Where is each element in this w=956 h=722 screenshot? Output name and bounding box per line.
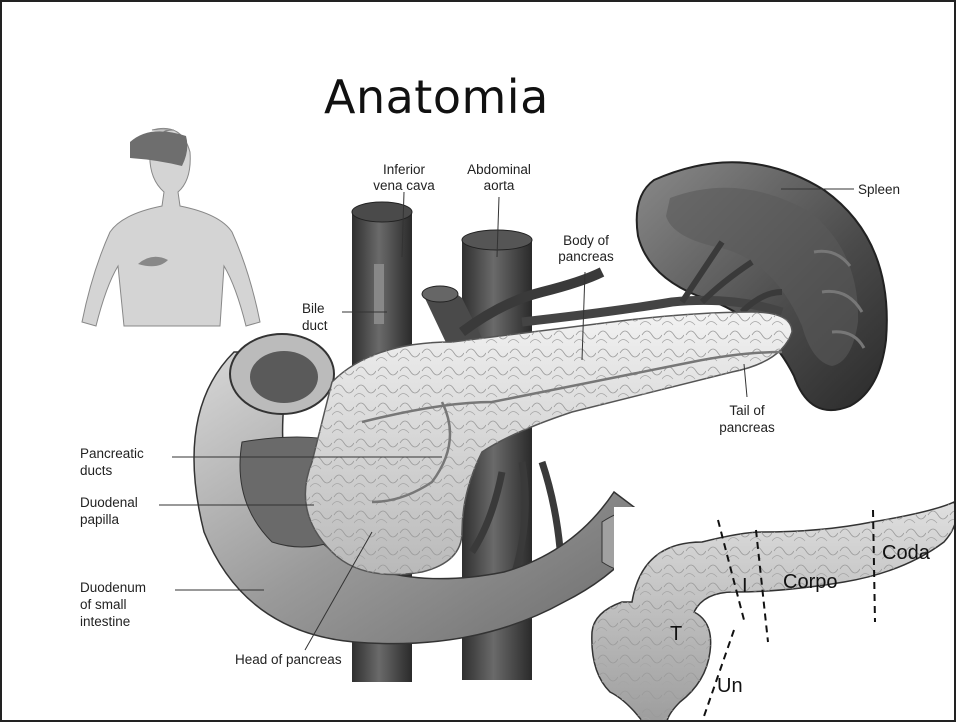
label-body-of-pancreas-1: Body of	[563, 233, 609, 248]
label-duodenum-3: intestine	[80, 614, 130, 629]
label-pancreatic-ducts-2: ducts	[80, 463, 113, 478]
human-figure	[82, 128, 260, 326]
label-abdominal-aorta-1: Abdominal	[467, 162, 531, 177]
segment-tail: Coda	[882, 542, 931, 564]
label-head-of-pancreas: Head of pancreas	[235, 652, 342, 667]
label-tail-of-pancreas-2: pancreas	[719, 420, 775, 435]
label-inferior-vena-cava-1: Inferior	[383, 162, 426, 177]
label-duodenal-papilla-2: papilla	[80, 512, 120, 527]
label-abdominal-aorta-2: aorta	[484, 178, 515, 193]
label-tail-of-pancreas-1: Tail of	[729, 403, 765, 418]
label-inferior-vena-cava-2: vena cava	[373, 178, 435, 193]
label-spleen: Spleen	[858, 182, 900, 197]
pancreas-segments-inset: T I Corpo Coda Un	[592, 502, 956, 722]
segment-head: T	[670, 623, 682, 645]
label-duodenum-2: of small	[80, 597, 127, 612]
label-bile-duct-1: Bile	[302, 301, 325, 316]
segment-uncinate: Un	[717, 675, 743, 697]
label-duodenal-papilla-1: Duodenal	[80, 495, 138, 510]
label-bile-duct-2: duct	[302, 318, 328, 333]
label-pancreatic-ducts-1: Pancreatic	[80, 446, 144, 461]
label-body-of-pancreas-2: pancreas	[558, 249, 614, 264]
segment-isthmus: I	[742, 575, 748, 597]
label-duodenum-1: Duodenum	[80, 580, 146, 595]
segment-body: Corpo	[783, 571, 837, 593]
